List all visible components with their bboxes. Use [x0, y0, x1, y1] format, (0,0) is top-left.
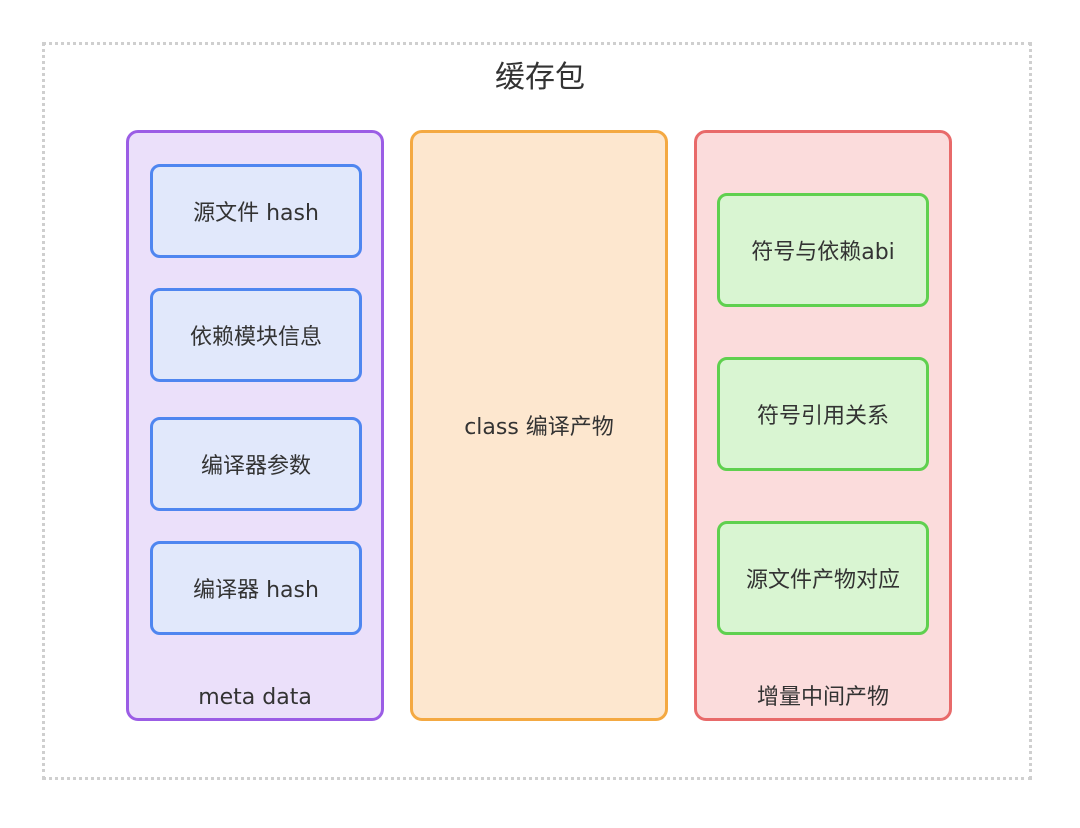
incremental-output-label: 增量中间产物 — [756, 685, 889, 710]
class-output-label: class 编译产物 — [464, 415, 614, 440]
cache-package-title: 缓存包 — [495, 60, 585, 95]
class-output-group: class 编译产物 — [410, 130, 668, 721]
cache-package-container — [42, 42, 1032, 780]
meta-data-group: 源文件 hash 依赖模块信息 编译器参数 编译器 hash meta data — [126, 130, 384, 721]
meta-data-label: meta data — [198, 685, 312, 710]
source-output-mapping-node: 源文件产物对应 — [717, 521, 929, 635]
dependency-module-info-node: 依赖模块信息 — [150, 288, 362, 382]
compiler-params-node: 编译器参数 — [150, 417, 362, 511]
symbol-dependency-abi-node: 符号与依赖abi — [717, 193, 929, 307]
compiler-hash-node: 编译器 hash — [150, 541, 362, 635]
source-file-hash-node: 源文件 hash — [150, 164, 362, 258]
symbol-reference-relation-node: 符号引用关系 — [717, 357, 929, 471]
incremental-output-group: 符号与依赖abi 符号引用关系 源文件产物对应 增量中间产物 — [694, 130, 952, 721]
